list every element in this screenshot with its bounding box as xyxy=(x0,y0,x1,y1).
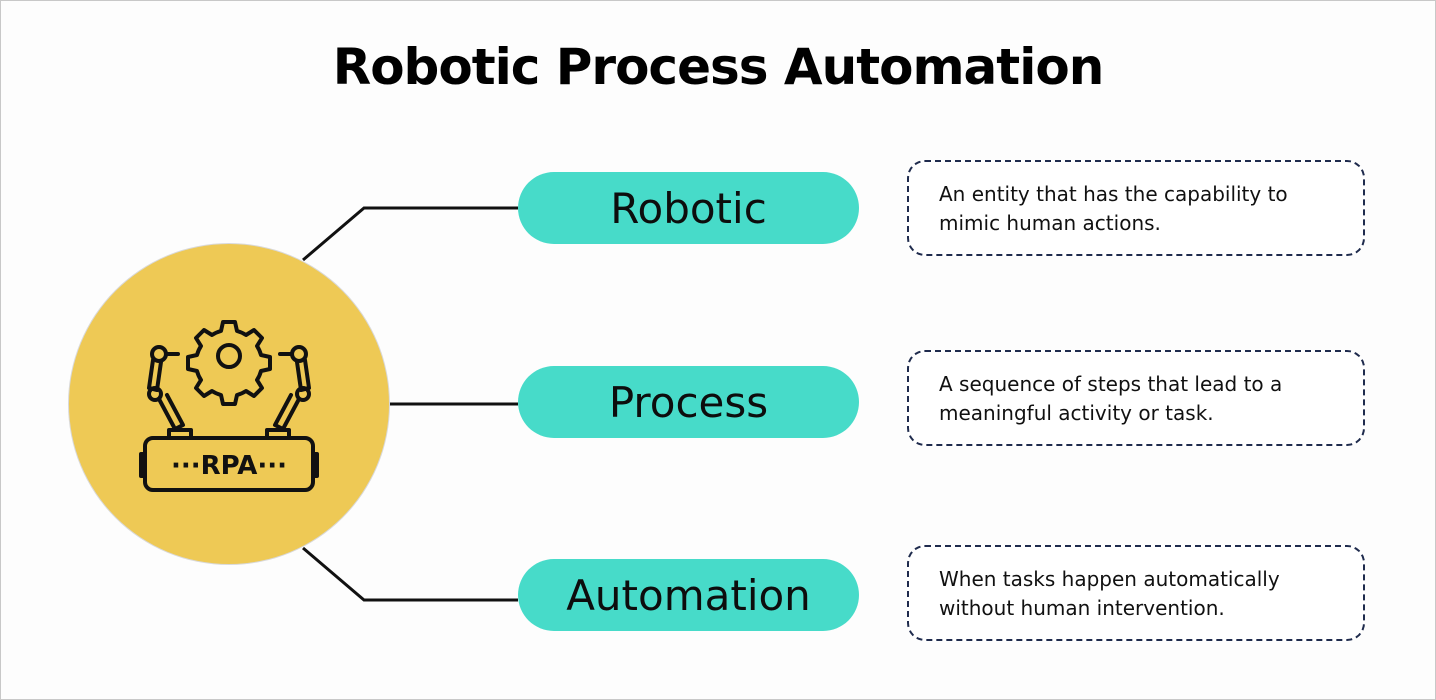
definition-box-process: A sequence of steps that lead to a meani… xyxy=(907,350,1365,446)
diagram-title: Robotic Process Automation xyxy=(332,38,1105,96)
term-pill-process: Process xyxy=(518,366,859,438)
connector-robotic xyxy=(302,206,518,262)
term-pill-robotic: Robotic xyxy=(518,172,859,244)
rpa-robot-arms-gear-icon: ···RPA··· xyxy=(139,320,319,492)
rpa-hub-circle: ···RPA··· xyxy=(69,244,389,564)
definition-box-robotic: An entity that has the capability to mim… xyxy=(907,160,1365,256)
definition-box-automation: When tasks happen automatically without … xyxy=(907,545,1365,641)
term-pill-automation: Automation xyxy=(518,559,859,631)
gear-icon xyxy=(186,320,272,406)
connector-automation xyxy=(302,546,518,602)
hub-label: ···RPA··· xyxy=(171,451,287,481)
